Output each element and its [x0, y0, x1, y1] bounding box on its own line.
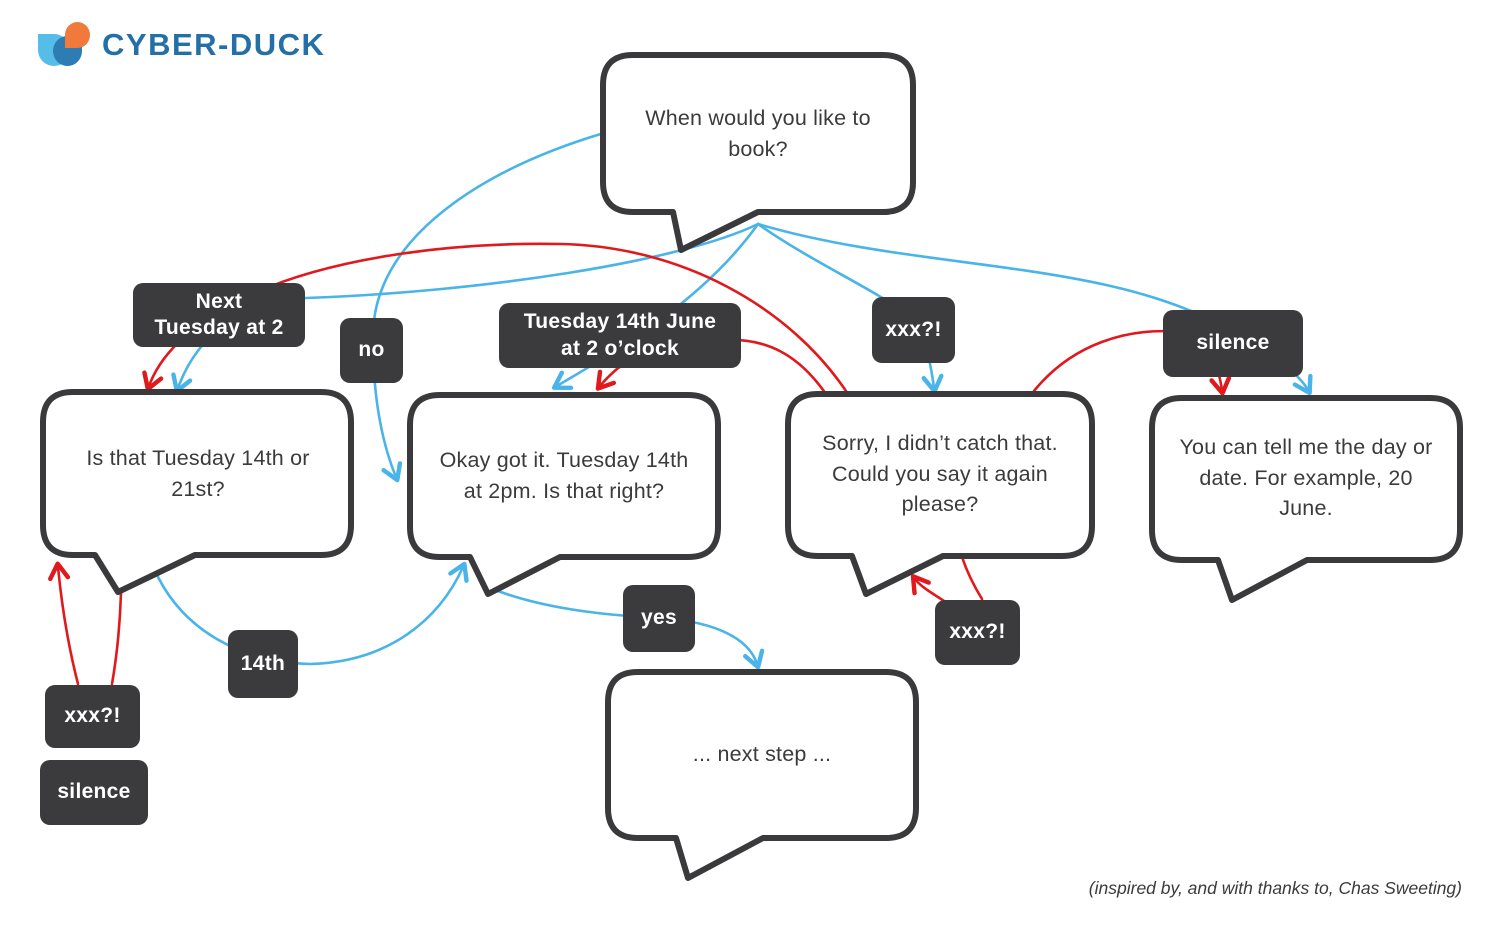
- bubble-next-step-shape: [605, 669, 919, 881]
- tag-silence-left: silence: [40, 760, 148, 825]
- arrow-sorry-down-to-xxx: [960, 555, 984, 601]
- bubble-hint-shape: [1149, 395, 1463, 603]
- arrow-whichdate-down-to-xxx: [110, 591, 123, 686]
- tag-xxx-sorry: xxx?!: [935, 600, 1020, 665]
- tag-silence-top: silence: [1163, 310, 1303, 377]
- duck-icon: [38, 22, 90, 68]
- logo-wordmark: CYBER-DUCK: [102, 27, 326, 62]
- tag-tuesday-14th-june: Tuesday 14th June at 2 o’clock: [499, 303, 741, 368]
- arrow-no-return-path: [372, 131, 606, 483]
- tag-xxx-left: xxx?!: [45, 685, 140, 748]
- bubble-confirm-shape: [407, 392, 721, 597]
- bubble-sorry-shape: [785, 391, 1095, 597]
- tag-14th: 14th: [228, 630, 298, 698]
- tag-no: no: [340, 318, 403, 383]
- arrow-xxx-up-to-sorry: [910, 574, 946, 603]
- cyber-duck-logo: CYBER-DUCK: [38, 22, 325, 68]
- tag-xxx-top: xxx?!: [872, 297, 955, 363]
- attribution-text: (inspired by, and with thanks to, Chas S…: [1088, 878, 1462, 898]
- tag-next-tuesday: Next Tuesday at 2: [133, 283, 305, 347]
- arrow-xxx-up-to-whichdate: [48, 561, 80, 686]
- bubble-when-book-shape: [600, 52, 916, 253]
- arrow-whichdate-via-14th-to-confirm: [156, 561, 469, 666]
- tag-yes: yes: [623, 585, 695, 652]
- bubble-which-date-shape: [40, 389, 354, 595]
